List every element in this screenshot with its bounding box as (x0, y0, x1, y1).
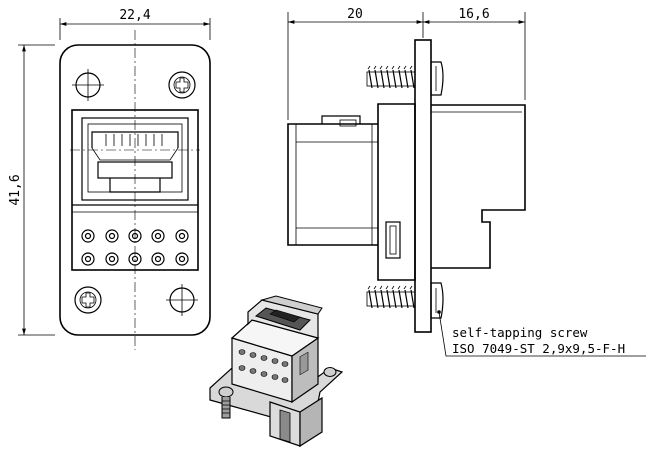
screw-note: self-tapping screw ISO 7049-ST 2,9x9,5-F… (438, 311, 646, 357)
side-rear-housing (287, 103, 416, 281)
dimension-height-label: 41,6 (8, 174, 23, 205)
dimension-height: 41,6 (8, 44, 55, 336)
dimension-width: 22,4 (59, 8, 211, 40)
iso-pin-holes (238, 349, 289, 383)
front-view: 22,4 41,6 (8, 8, 211, 350)
rj45-jack (81, 117, 189, 201)
contact-pin-grid (81, 229, 189, 266)
housing-outline (71, 109, 199, 271)
rj45-contacts (105, 134, 163, 146)
iso-jack-opening (254, 307, 311, 331)
dimension-width-label: 22,4 (119, 8, 150, 23)
dimension-front-depth-label: 16,6 (458, 7, 489, 22)
screw-note-line1: self-tapping screw (452, 325, 588, 340)
side-front-housing (431, 104, 526, 269)
screw-note-line2: ISO 7049-ST 2,9x9,5-F-H (452, 341, 625, 356)
screw-bottom-left (74, 286, 102, 314)
screw-head-top (430, 61, 444, 96)
screw-top-right (168, 71, 196, 99)
iso-screw-right (323, 367, 337, 377)
side-view: 20 16,6 self-tapping screw ISO 7049-ST 2… (287, 7, 646, 357)
dimension-rear-depth: 20 (288, 7, 423, 24)
dimension-front-depth: 16,6 (423, 7, 525, 24)
dimension-rear-depth-label: 20 (347, 7, 363, 22)
screw-thread-bottom (366, 285, 416, 309)
iso-rear-side (299, 396, 323, 448)
isometric-view (209, 295, 344, 448)
iso-screw-left (218, 386, 234, 419)
screw-thread-top (366, 65, 416, 89)
side-flange-plate (414, 39, 432, 333)
screw-head-bottom (430, 282, 444, 319)
hole-top-left (72, 69, 104, 101)
hole-bottom-right (166, 284, 198, 316)
